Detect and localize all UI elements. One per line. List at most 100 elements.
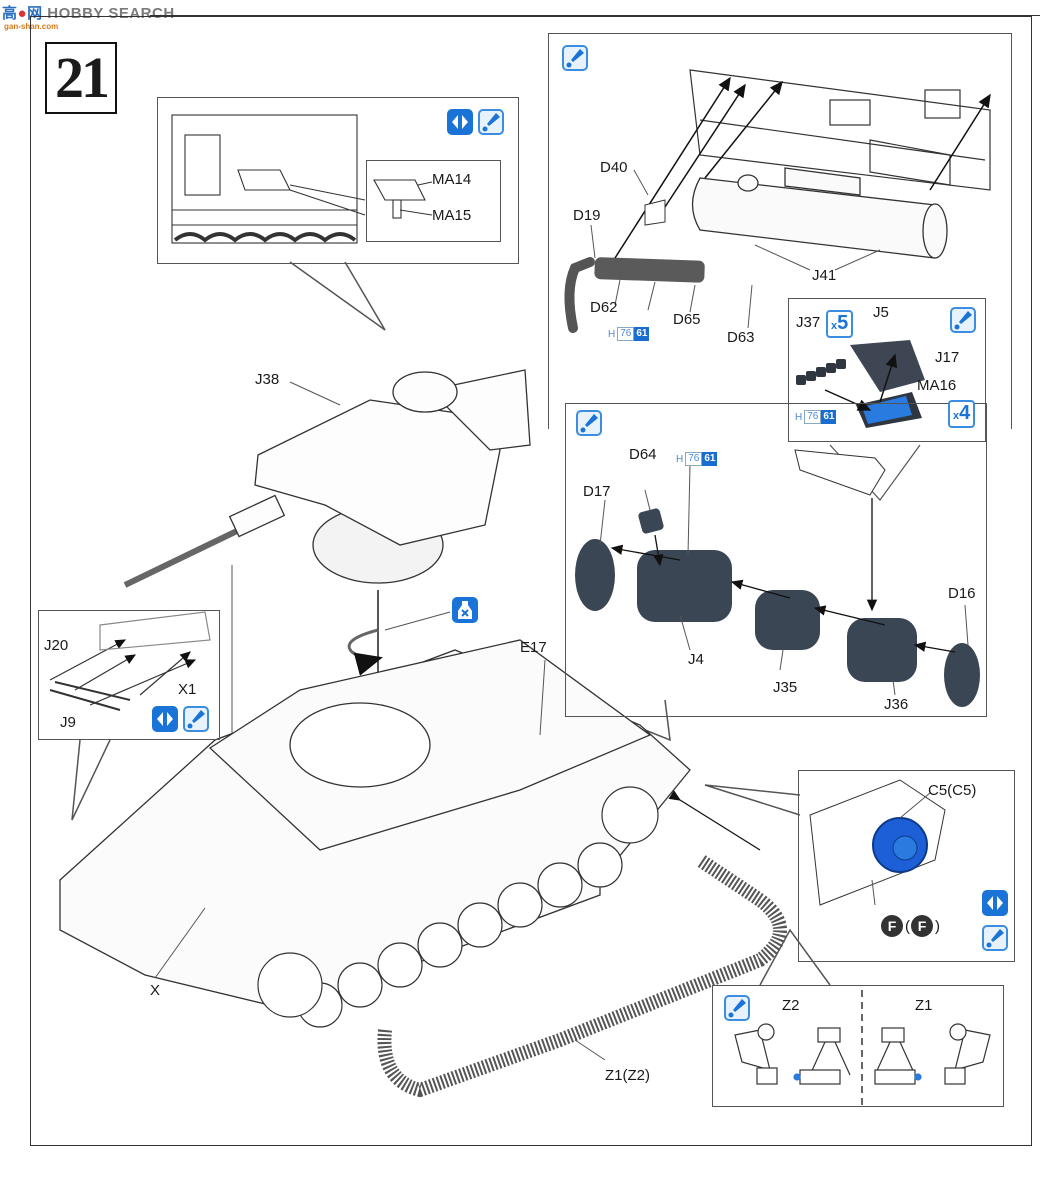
- symmetry-icon: [447, 109, 473, 135]
- part-label-j4: J4: [688, 651, 704, 668]
- panel-bracket: [788, 298, 986, 442]
- paint-code: H 76 61: [795, 410, 837, 424]
- panel-mg-ammo: [157, 97, 519, 264]
- track-label-z2: Z2: [782, 997, 800, 1014]
- part-label-ma14: MA14: [432, 171, 472, 188]
- callout-tail-exhaust: [639, 699, 671, 742]
- quantity-badge-x4: x4: [948, 400, 976, 428]
- paint-code-1: 76: [804, 410, 822, 424]
- hull-leader: [154, 907, 206, 979]
- sprue-f-badge: F: [881, 915, 903, 937]
- muffler-arrows: [610, 534, 956, 653]
- paint-code-1: 76: [617, 327, 635, 341]
- paint-prefix: H: [608, 328, 616, 340]
- watermark-char-1: 高: [2, 5, 18, 22]
- part-label-j9: J9: [60, 714, 76, 731]
- mg-ammo-drawing: [171, 114, 433, 244]
- part-label-j37: J37: [796, 314, 821, 331]
- step-number: 21: [45, 42, 117, 114]
- panel-muffler: [565, 403, 987, 717]
- part-label-j20: J20: [44, 637, 69, 654]
- exhaust-pipe-drawing: [564, 257, 705, 333]
- callout-tail-mg: [289, 261, 386, 331]
- exhaust-leaders: [590, 169, 881, 329]
- panel-rear-rods: [38, 610, 220, 740]
- part-label-d19: D19: [573, 207, 601, 224]
- paint-code-2: 61: [634, 327, 650, 341]
- e17-leader: [539, 659, 546, 736]
- paint-code: H 76 61: [608, 327, 650, 341]
- rear-rods-drawing: [49, 611, 211, 711]
- paint-code-2: 61: [821, 410, 837, 424]
- part-label-j17: J17: [935, 349, 960, 366]
- callout-tail-tracks: [759, 928, 831, 986]
- track-label-z1: Z1: [915, 997, 933, 1014]
- glue-icon: [478, 109, 504, 135]
- glue-icon: [950, 307, 976, 333]
- top-rule: [150, 15, 1040, 16]
- rotate-arrow: [347, 628, 383, 676]
- panel-exhaust: [548, 33, 1012, 429]
- part-label-d65: D65: [673, 311, 701, 328]
- track-arrow: [668, 790, 761, 851]
- do-not-glue-icon: [452, 597, 478, 623]
- part-label-j41: J41: [812, 267, 837, 284]
- glue-icon: [183, 706, 209, 732]
- d40-bracket: [644, 199, 666, 226]
- part-label-j35: J35: [773, 679, 798, 696]
- callout-tail-idler: [704, 784, 801, 816]
- part-label-d63: D63: [727, 329, 755, 346]
- qty-n: 4: [959, 402, 971, 424]
- road-wheels-drawing: [257, 786, 659, 1028]
- glue-icon: [982, 925, 1008, 951]
- page-frame: [30, 16, 1032, 1146]
- symmetry-icon: [982, 890, 1008, 916]
- glue-icon: [576, 410, 602, 436]
- part-label-c5: C5(C5): [928, 782, 977, 799]
- callout-tail-rods: [71, 739, 111, 821]
- idler-drawing: [809, 779, 946, 906]
- paint-code-1: 76: [685, 452, 703, 466]
- part-label-d16: D16: [948, 585, 976, 602]
- part-label-j5: J5: [873, 304, 889, 321]
- glue-icon: [562, 45, 588, 71]
- part-label-d40: D40: [600, 159, 628, 176]
- paint-code: H 76 61: [676, 452, 718, 466]
- clamp-bracket-drawing: [794, 449, 886, 496]
- watermark-logo-icon: ●: [17, 5, 28, 22]
- part-label-j36: J36: [884, 696, 909, 713]
- paint-prefix: H: [676, 453, 684, 465]
- part-label-x1: X1: [178, 681, 197, 698]
- watermark-site: gan-shan.com: [4, 22, 59, 31]
- rear-plate-drawing: [689, 69, 991, 191]
- qty-x: x: [953, 410, 960, 422]
- sprue-f-paren-badge: F: [911, 915, 933, 937]
- panel-mg-zoom: [366, 160, 501, 242]
- muffler-parts-drawing: [575, 508, 980, 707]
- part-label-z1-z2: Z1(Z2): [605, 1067, 650, 1084]
- quantity-badge-x5: x5: [826, 310, 854, 338]
- qty-x: x: [831, 320, 838, 332]
- paint-code-2: 61: [702, 452, 718, 466]
- glue-icon: [724, 995, 750, 1021]
- symmetry-icon: [152, 706, 178, 732]
- part-label-j38: J38: [255, 371, 280, 388]
- turret-leader: [289, 381, 341, 406]
- muffler-leaders: [599, 464, 969, 696]
- part-label-ma16: MA16: [917, 377, 957, 394]
- track-links-drawing: [734, 1023, 991, 1085]
- qty-n: 5: [837, 312, 849, 334]
- paint-prefix: H: [795, 411, 803, 423]
- paren-open: (: [905, 918, 910, 935]
- part-label-d17: D17: [583, 483, 611, 500]
- panel-idler: [798, 770, 1015, 962]
- part-label-x: X: [150, 982, 161, 999]
- watermark-brand: HOBBY SEARCH: [47, 5, 175, 22]
- paren-close: ): [935, 918, 940, 935]
- muffler-drawing: [691, 167, 948, 259]
- turret-drawing: [123, 369, 531, 588]
- part-label-ma15: MA15: [432, 207, 472, 224]
- track-drawing: [377, 854, 787, 1098]
- exhaust-arrows: [614, 76, 991, 259]
